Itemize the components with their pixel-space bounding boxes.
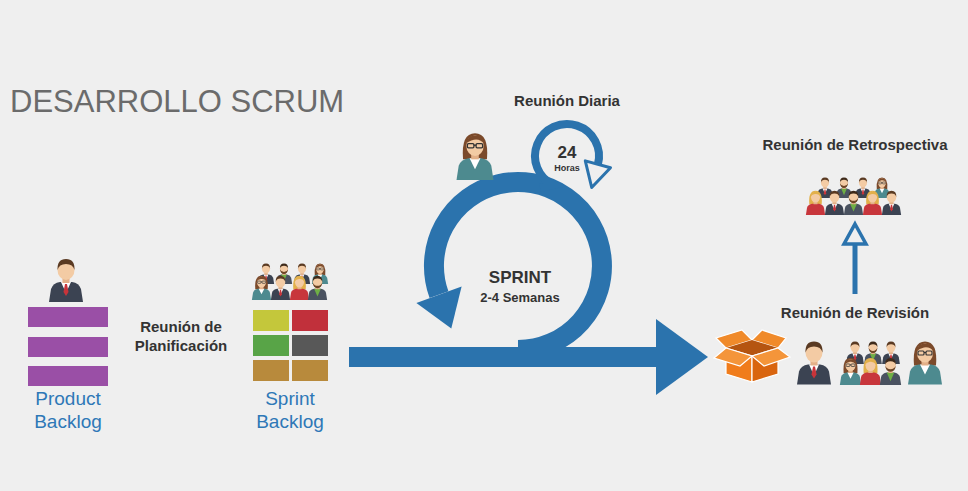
scrum-master-icon (457, 133, 494, 180)
team-member-icon (252, 276, 271, 300)
node-heading: Reunión de Revisión (760, 304, 950, 322)
arrow-head (844, 224, 866, 244)
node-text: Horas (545, 164, 589, 174)
review-meeting: Reunión de Revisión (710, 300, 955, 392)
node-heading: Sprint Backlog (242, 388, 338, 434)
team-member-icon (825, 191, 844, 215)
team-member-icon (882, 191, 901, 215)
task-card (253, 335, 289, 356)
team-member-icon (806, 191, 825, 215)
team-member-icon (840, 358, 861, 385)
team-member-icon (290, 276, 309, 300)
team-member-icon (860, 358, 881, 385)
arrow-head (656, 319, 708, 395)
team-member-icon (863, 191, 882, 215)
arrow-shaft (853, 244, 858, 294)
sprint-loop-head (416, 287, 461, 329)
node-text: 24 (542, 144, 592, 162)
backlog-bar (28, 337, 108, 357)
team-member-icon (844, 191, 863, 215)
sprint-loop-arrow (434, 182, 602, 350)
daily-loop: Reunión Diaria 24Horas (499, 88, 635, 188)
task-card (292, 360, 328, 381)
flow-arrow (349, 319, 708, 395)
team-member-icon (880, 358, 901, 385)
box-flap (714, 348, 752, 366)
node-text: 2-4 Semanas (460, 290, 580, 306)
label-slot: Reunión de Planificación (122, 318, 240, 356)
daily-loop-head (585, 161, 610, 188)
backlog-bar (28, 307, 108, 327)
meeting-label: Reunión de Planificación (122, 318, 240, 356)
task-card (253, 310, 289, 331)
product-owner-icon (49, 259, 83, 302)
sprint-loop: SPRINT 2-4 Semanas (440, 196, 596, 336)
flow-arrow (844, 224, 866, 294)
backlog-stack: Product Backlog (17, 258, 119, 442)
scrum-master-icon (908, 342, 942, 385)
task-card (253, 360, 289, 381)
node-heading: Reunión Diaria (502, 92, 632, 110)
node-heading: SPRINT (460, 268, 580, 288)
task-card (292, 335, 328, 356)
retrospective-meeting: Reunión de Retrospectiva (749, 132, 961, 218)
task-card (292, 310, 328, 331)
arrow-shaft (349, 347, 658, 367)
title-slot: DESARROLLO SCRUM (10, 84, 430, 120)
backlog-bar (28, 366, 108, 386)
box-flap (752, 348, 790, 366)
node-heading: Reunión de Retrospectiva (752, 136, 958, 154)
increment-box-icon (714, 330, 790, 382)
team-member-icon (308, 276, 327, 300)
backlog-grid: Sprint Backlog (239, 258, 341, 442)
product-owner-icon (797, 342, 831, 385)
diagram-title: DESARROLLO SCRUM (10, 84, 430, 120)
team-member-icon (271, 276, 290, 300)
node-heading: Product Backlog (20, 388, 116, 434)
